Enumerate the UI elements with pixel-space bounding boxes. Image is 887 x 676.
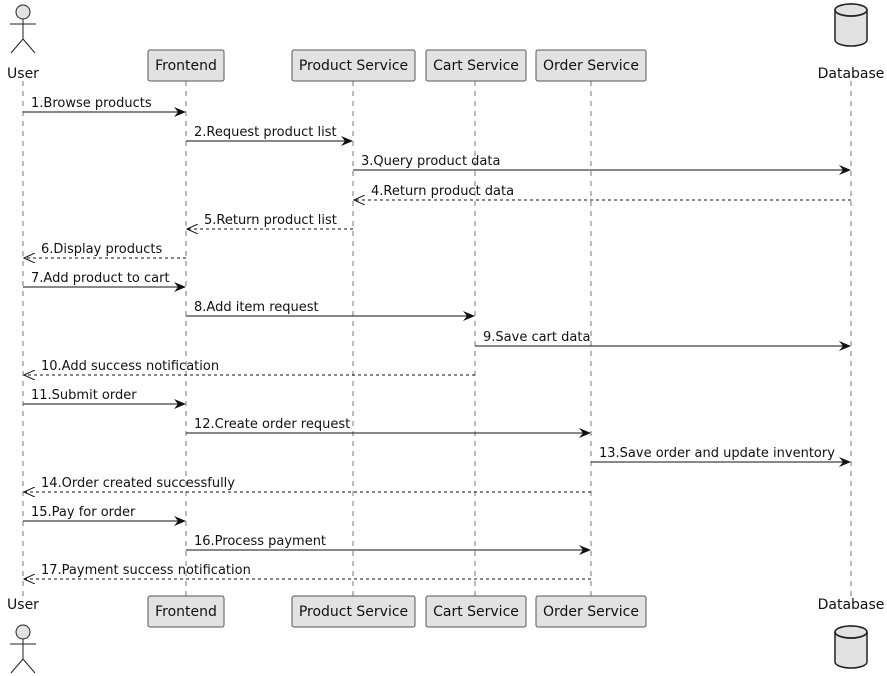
message-label-17: 17.Payment success notification [41,563,251,578]
actor-user-bottom [10,624,36,674]
message-label-15: 15.Pay for order [31,505,136,520]
participant-box-cart-top [425,49,527,82]
participant-box-product-bottom [291,595,416,628]
participant-label-cart-bottom: Cart Service [433,604,519,620]
message-label-3: 3.Query product data [361,154,500,169]
participant-label-user-top: User [7,66,39,82]
participant-label-order-bottom: Order Service [543,604,639,620]
message-label-14: 14.Order created successfully [41,476,235,491]
message-label-1: 1.Browse products [31,96,152,111]
participant-label-cart-top: Cart Service [433,58,519,74]
participant-box-frontend-bottom [147,595,225,628]
message-label-8: 8.Add item request [194,300,319,315]
database-icon-top [834,3,868,47]
message-label-13: 13.Save order and update inventory [599,446,835,461]
participant-label-user-bottom: User [7,597,39,613]
participant-label-database-bottom: Database [818,597,885,613]
message-label-4: 4.Return product data [371,184,514,199]
participant-label-product-top: Product Service [299,58,408,74]
message-label-5: 5.Return product list [204,213,337,228]
message-label-12: 12.Create order request [194,417,350,432]
message-label-7: 7.Add product to cart [31,271,170,286]
message-label-6: 6.Display products [41,242,162,257]
participant-label-frontend-top: Frontend [155,58,217,74]
message-label-11: 11.Submit order [31,388,137,403]
database-icon-bottom [834,625,868,669]
message-label-10: 10.Add success notification [41,359,219,374]
message-label-2: 2.Request product list [194,125,337,140]
participant-label-database-top: Database [818,66,885,82]
participant-box-order-bottom [535,595,647,628]
actor-head-icon [15,624,31,640]
actor-head-icon [15,4,31,20]
participant-box-product-top [291,49,416,82]
actor-user-top [10,4,36,54]
participant-label-order-top: Order Service [543,58,639,74]
participant-box-frontend-top [147,49,225,82]
message-label-9: 9.Save cart data [483,330,590,345]
participant-label-product-bottom: Product Service [299,604,408,620]
message-label-16: 16.Process payment [194,534,326,549]
participant-label-frontend-bottom: Frontend [155,604,217,620]
participant-box-order-top [535,49,647,82]
participant-box-cart-bottom [425,595,527,628]
